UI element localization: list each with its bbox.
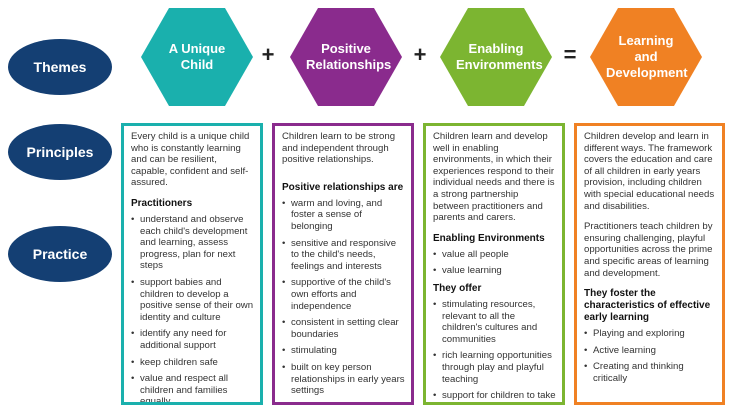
theme-positive-relationships: Positive Relationships bbox=[290, 8, 402, 106]
column-intro: Children learn and develop well in enabl… bbox=[433, 131, 555, 224]
column-intro-second: Practitioners teach children by ensuring… bbox=[584, 221, 713, 279]
theme-learning-development: Learning and Development bbox=[590, 8, 702, 106]
plus-operator: + bbox=[413, 42, 427, 67]
column-subheading: They offer bbox=[433, 282, 482, 294]
theme-enabling-environments: Enabling Environments bbox=[440, 8, 552, 106]
list-item: support babies and children to develop a… bbox=[131, 277, 254, 323]
column-intro: Children learn to be strong and independ… bbox=[282, 131, 396, 166]
unique-child-column: Every child is a unique child who is con… bbox=[121, 123, 263, 405]
list-item: value and respect all children and famil… bbox=[131, 373, 254, 402]
column-heading: Positive relationships are bbox=[282, 181, 404, 193]
theme-title: Learning and Development bbox=[606, 33, 688, 80]
list-item: supportive of the child's own efforts an… bbox=[282, 277, 405, 312]
column-intro: Every child is a unique child who is con… bbox=[131, 131, 250, 189]
list-item: Playing and exploring bbox=[584, 328, 716, 340]
list-item: sensitive and responsive to the child's … bbox=[282, 238, 405, 273]
list-item: value all people bbox=[433, 249, 556, 261]
column-heading: Practitioners bbox=[131, 197, 193, 209]
list-item: rich learning opportunities through play… bbox=[433, 350, 556, 385]
bullet-list: stimulating resources, relevant to all t… bbox=[433, 299, 556, 402]
bullet-list: value all people value learning bbox=[433, 249, 556, 277]
learning-development-column: Children develop and learn in different … bbox=[574, 123, 725, 405]
plus-operator: + bbox=[261, 42, 275, 67]
list-item: consistent in setting clear boundaries bbox=[282, 317, 405, 340]
practice-label: Practice bbox=[8, 226, 112, 282]
list-item: built on key person relationships in ear… bbox=[282, 362, 405, 397]
bullet-list: Playing and exploring Active learning Cr… bbox=[584, 328, 716, 384]
themes-label: Themes bbox=[8, 39, 112, 95]
theme-title: Positive Relationships bbox=[306, 41, 392, 72]
list-item: support for children to take risks and e… bbox=[433, 390, 556, 402]
list-item: stimulating bbox=[282, 345, 405, 357]
list-item: keep children safe bbox=[131, 357, 254, 369]
equals-operator: = bbox=[563, 42, 577, 67]
column-heading: Enabling Environments bbox=[433, 232, 545, 244]
column-heading: They foster the characteristics of effec… bbox=[584, 288, 711, 324]
positive-relationships-column: Children learn to be strong and independ… bbox=[272, 123, 414, 405]
theme-title: A Unique Child bbox=[168, 41, 226, 72]
enabling-environments-column: Children learn and develop well in enabl… bbox=[423, 123, 565, 405]
principles-label: Principles bbox=[8, 124, 112, 180]
column-intro: Children develop and learn in different … bbox=[584, 131, 715, 212]
list-item: understand and observe each child's deve… bbox=[131, 214, 254, 272]
theme-title: Enabling Environments bbox=[456, 41, 543, 72]
theme-unique-child: A Unique Child bbox=[141, 8, 253, 106]
list-item: identify any need for additional support bbox=[131, 328, 254, 351]
list-item: Active learning bbox=[584, 345, 716, 357]
list-item: stimulating resources, relevant to all t… bbox=[433, 299, 556, 345]
bullet-list: understand and observe each child's deve… bbox=[131, 214, 254, 402]
bullet-list: warm and loving, and foster a sense of b… bbox=[282, 198, 405, 397]
list-item: value learning bbox=[433, 265, 556, 277]
list-item: warm and loving, and foster a sense of b… bbox=[282, 198, 405, 233]
list-item: Creating and thinking critically bbox=[584, 361, 716, 384]
